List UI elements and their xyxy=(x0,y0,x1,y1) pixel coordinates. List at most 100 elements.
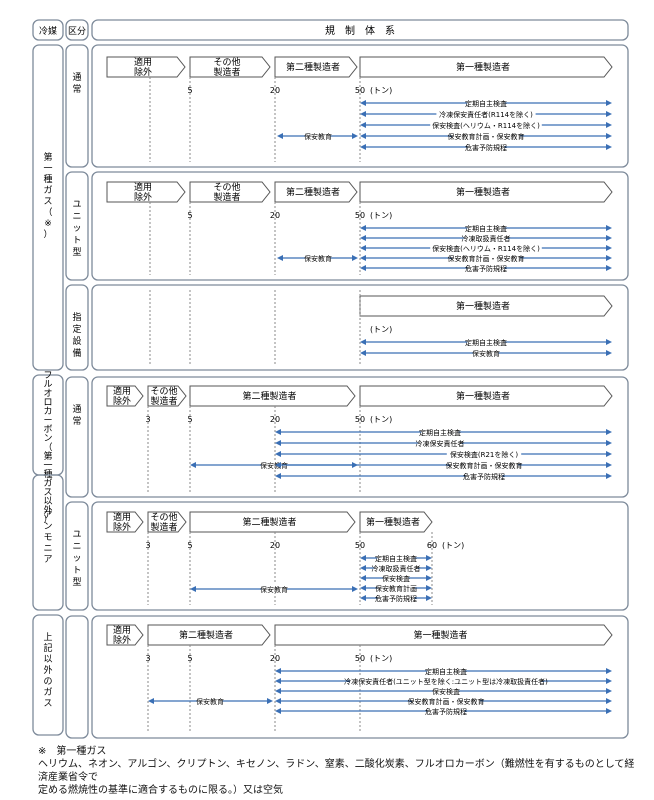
arrow-head-left xyxy=(275,462,281,468)
stage-first: 第一種製造者 xyxy=(359,295,613,317)
tick-label: 50 xyxy=(355,86,365,95)
arrow-head-left xyxy=(275,678,281,684)
stage-first: 第一種製造者 xyxy=(274,624,613,646)
footnote-title: ※ 第一種ガス xyxy=(38,746,107,757)
category-box xyxy=(65,501,89,611)
label-char: 常 xyxy=(72,83,81,95)
header-cell-refrigerant xyxy=(32,19,64,41)
label-char: ッ xyxy=(72,224,81,234)
category-box xyxy=(65,615,89,739)
stage-shape xyxy=(274,56,358,78)
stage-label: 第二種製造者 xyxy=(179,629,233,641)
arrow-label: 定期自主検査 xyxy=(425,667,467,676)
arrow-head-left xyxy=(360,133,366,139)
unit-label: (トン) xyxy=(370,325,392,334)
arrow-label: 冷凍取扱責任者 xyxy=(372,564,421,573)
arrow-head-left xyxy=(277,133,283,139)
arrow-label: 冷凍取扱責任者 xyxy=(462,234,511,243)
arrow-label-bg xyxy=(430,243,542,252)
stage-label: 第二種製造者 xyxy=(242,390,296,402)
stage-label: 適用 xyxy=(134,56,152,68)
arrow-head-left xyxy=(360,235,366,241)
footnote-line-2: 定める燃焼性の基準に適合するものに限る。）又は空気 xyxy=(38,785,283,796)
arrow-head-left xyxy=(360,339,366,345)
arrow-label: 危害予防規程 xyxy=(425,707,467,716)
stage-shape xyxy=(147,624,271,646)
label-char: 一 xyxy=(43,164,52,174)
arrow-label-bg xyxy=(383,573,409,582)
arrow-label-bg xyxy=(433,686,459,695)
unit-label: (トン) xyxy=(370,86,392,95)
label-char: ※ xyxy=(44,219,52,229)
regulation-box xyxy=(91,44,629,168)
label-char: の xyxy=(43,677,52,687)
stage-first: 第一種製造者 xyxy=(359,56,613,78)
arrow-row: 保安教育 xyxy=(277,131,358,141)
arrow-head-right xyxy=(606,122,612,128)
label-char: ニ xyxy=(72,542,81,552)
label-char: ン xyxy=(43,434,52,444)
label-char: 設 xyxy=(72,335,81,347)
refrigerant-box xyxy=(32,44,64,371)
arrow-head-left xyxy=(360,245,366,251)
arrow-row: 保安教育計画・保安教育 xyxy=(275,696,612,706)
arrow-head-right xyxy=(606,462,612,468)
stage-label: 第一種製造者 xyxy=(456,186,510,198)
arrow-label: 冷凍保安責任者(ユニット型を除く:ユニット型は冷凍取扱責任者) xyxy=(344,677,548,686)
stage-label: 適用 xyxy=(134,181,152,193)
tick-label: 60 xyxy=(427,541,437,550)
stage-label: 適用 xyxy=(113,511,131,523)
arrow-row: 定期自主検査 xyxy=(360,223,612,233)
arrow-head-left xyxy=(360,595,366,601)
arrow-head-right xyxy=(606,265,612,271)
arrow-head-right xyxy=(606,350,612,356)
arrow-row: 定期自主検査 xyxy=(360,337,612,347)
arrow-label-bg xyxy=(305,253,331,262)
arrow-label: 保安教育 xyxy=(196,697,224,706)
arrow-head-right xyxy=(606,144,612,150)
stage-shape xyxy=(189,511,356,533)
tick-label: 50 xyxy=(355,211,365,220)
tick-label: 5 xyxy=(187,654,192,663)
arrow-label-bg xyxy=(349,676,543,685)
tick-label: 5 xyxy=(187,86,192,95)
arrow-head-right xyxy=(606,111,612,117)
arrow-head-right xyxy=(606,668,612,674)
arrow-head-right xyxy=(606,429,612,435)
arrow-label-bg xyxy=(377,583,415,592)
arrow-head-right xyxy=(606,133,612,139)
arrow-label: 危害予防規程 xyxy=(375,594,417,603)
header-cell-category xyxy=(65,19,89,41)
arrow-label-bg xyxy=(436,109,536,118)
tick-label: 3 xyxy=(145,415,150,424)
label-char: ガ xyxy=(43,185,52,196)
arrow-row: 冷凍保安責任者(R114を除く) xyxy=(360,109,612,119)
label-char: 以 xyxy=(43,497,52,507)
arrow-head-left xyxy=(360,225,366,231)
arrow-head-left xyxy=(360,255,366,261)
header-cell-system xyxy=(91,19,629,41)
arrow-label: 保安教育計画・保安教育 xyxy=(448,254,525,263)
arrow-head-left xyxy=(360,100,366,106)
stage-second: 第二種製造者 xyxy=(189,385,356,407)
arrow-row: 定期自主検査 xyxy=(275,666,612,676)
stage-shape xyxy=(106,56,186,78)
arrow-head-left xyxy=(360,585,366,591)
arrow-head-left xyxy=(360,265,366,271)
arrow-head-right xyxy=(426,575,432,581)
stage-first: 第一種製造者 xyxy=(359,385,613,407)
arrow-label-bg xyxy=(427,666,465,675)
arrow-row: 保安教育 xyxy=(277,253,358,263)
arrow-row: 冷凍保安責任者 xyxy=(275,438,612,448)
category-label: ユニット型 xyxy=(72,530,81,588)
arrow-head-left xyxy=(360,555,366,561)
arrow-head-left xyxy=(148,698,154,704)
arrow-label: 定期自主検査 xyxy=(375,554,417,563)
arrow-label: 保安検査(R21を除く) xyxy=(450,450,519,459)
label-char: ） xyxy=(43,514,52,525)
arrow-label: 保安検査 xyxy=(432,687,460,696)
arrow-label-bg xyxy=(467,337,505,346)
arrow-head-right xyxy=(606,225,612,231)
